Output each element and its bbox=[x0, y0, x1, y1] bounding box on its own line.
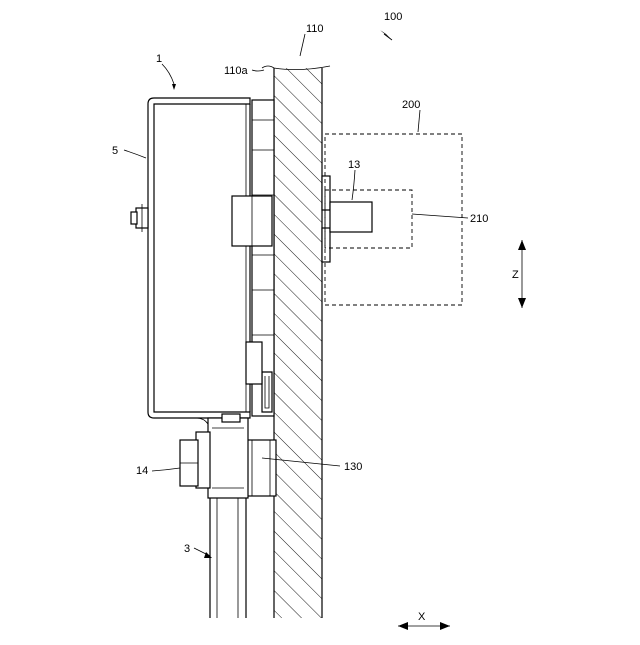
label-14: 14 bbox=[136, 465, 148, 477]
z-axis-arrow bbox=[518, 240, 526, 308]
label-3: 3 bbox=[184, 543, 190, 555]
wall-sleeve-130 bbox=[246, 440, 276, 496]
label-13: 13 bbox=[348, 159, 360, 171]
external-part-13 bbox=[322, 176, 372, 262]
label-100: 100 bbox=[384, 11, 402, 23]
x-axis-arrow bbox=[398, 622, 450, 630]
label-5: 5 bbox=[112, 145, 118, 157]
cable bbox=[210, 498, 246, 618]
connector-block bbox=[232, 196, 272, 246]
label-z: Z bbox=[512, 269, 519, 281]
label-1: 1 bbox=[156, 53, 162, 65]
cable-gland-14 bbox=[180, 414, 248, 498]
label-200: 200 bbox=[402, 99, 420, 111]
label-110a: 110a bbox=[224, 65, 249, 77]
case-button bbox=[131, 204, 148, 232]
label-110: 110 bbox=[306, 23, 324, 35]
device-case bbox=[148, 98, 262, 418]
label-210: 210 bbox=[470, 213, 488, 225]
label-130: 130 bbox=[344, 461, 362, 473]
label-x: X bbox=[418, 611, 426, 623]
